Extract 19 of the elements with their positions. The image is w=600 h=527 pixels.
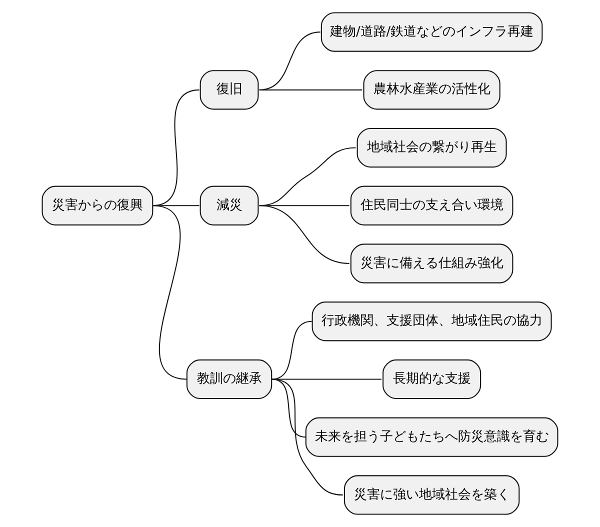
node-box: 農林水産業の活性化 — [363, 70, 500, 110]
node-box: 災害に備える仕組み強化 — [350, 244, 514, 284]
connector — [152, 205, 188, 380]
node-box: 行政機関、支援団体、地域住民の協力 — [312, 302, 552, 342]
node-box: 地域社会の繋がり再生 — [356, 128, 507, 168]
node-box: 長期的な支援 — [382, 359, 482, 400]
node-box: 災害からの復興 — [42, 186, 154, 226]
node-box: 建物/道路/鉄道などのインフラ再建 — [320, 12, 543, 52]
node-box: 未来を担う子どもたちへ防災意識を育む — [305, 417, 558, 457]
connector — [272, 378, 382, 380]
connector — [259, 32, 320, 90]
node-box: 災害に強い地域社会を築く — [344, 475, 520, 515]
node-box: 復旧 — [200, 70, 259, 110]
node-box: 教訓の継承 — [186, 359, 272, 400]
connector — [259, 205, 350, 264]
connector — [272, 378, 343, 496]
node-box: 減災 — [200, 186, 259, 226]
connector — [259, 89, 362, 90]
node-box: 住民同士の支え合い環境 — [350, 186, 514, 226]
